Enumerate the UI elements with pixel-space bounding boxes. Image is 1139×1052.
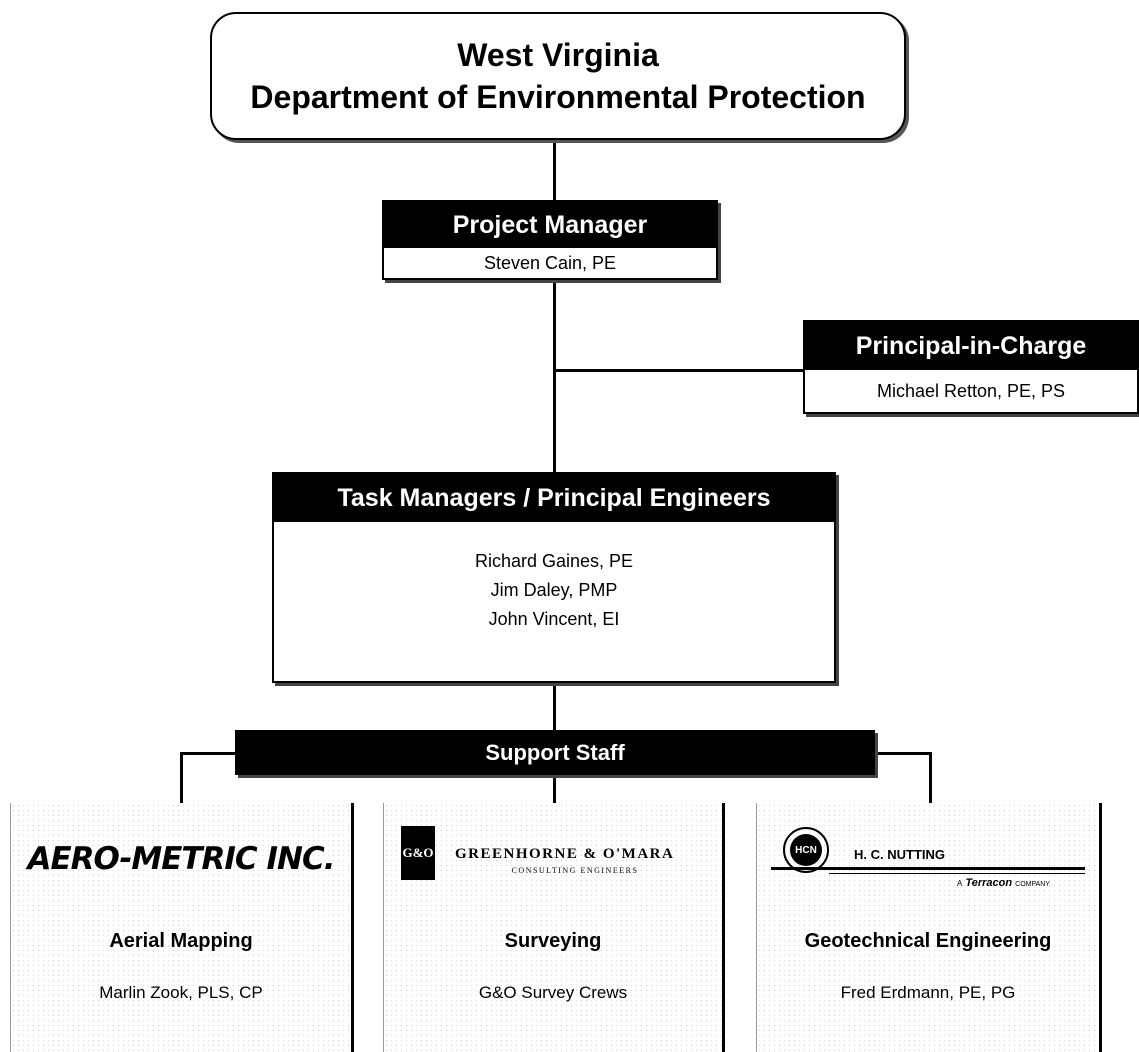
project-manager-name: Steven Cain, PE bbox=[483, 253, 617, 273]
task-managers-box: Task Managers / Principal Engineers Rich… bbox=[272, 472, 836, 683]
task-managers-list: Richard Gaines, PE Jim Daley, PMP John V… bbox=[274, 522, 834, 634]
principal-box: Principal-in-Charge Michael Retton, PE, … bbox=[803, 320, 1139, 414]
support-staff-bar: Support Staff bbox=[235, 730, 875, 775]
agency-box: West Virginia Department of Environmenta… bbox=[210, 12, 906, 140]
connector-support-left-v bbox=[180, 752, 183, 803]
connector-tasks-support bbox=[553, 683, 556, 730]
connector-support-right-h bbox=[874, 752, 932, 755]
task-manager-name: Richard Gaines, PE bbox=[474, 551, 634, 571]
firm-contact: G&O Survey Crews bbox=[478, 983, 628, 1002]
firm-contact: Fred Erdmann, PE, PG bbox=[840, 983, 1016, 1002]
principal-name: Michael Retton, PE, PS bbox=[876, 381, 1066, 401]
connector-support-surveying bbox=[553, 775, 556, 803]
firm-contact: Marlin Zook, PLS, CP bbox=[99, 983, 263, 1002]
connector-support-right-v bbox=[929, 752, 932, 803]
hcn-logo-rule-2 bbox=[829, 873, 1085, 874]
hcn-logo-text: H. C. NUTTING bbox=[854, 847, 945, 862]
agency-line1: West Virginia bbox=[457, 37, 659, 73]
project-manager-box: Project Manager Steven Cain, PE bbox=[382, 200, 718, 280]
agency-line2: Department of Environmental Protection bbox=[250, 79, 866, 115]
connector-support-left-h bbox=[180, 752, 236, 755]
hcn-logo-mark: HCN bbox=[783, 827, 829, 873]
connector-agency-pm bbox=[553, 140, 556, 200]
aerometric-logo: AERO-METRIC INC. bbox=[27, 841, 336, 877]
principal-title: Principal-in-Charge bbox=[805, 322, 1137, 370]
greenhorne-logo-sub: CONSULTING ENGINEERS bbox=[511, 866, 639, 875]
hcn-logo-rule bbox=[771, 867, 1085, 870]
firm-role: Surveying bbox=[504, 930, 602, 952]
firm-role: Geotechnical Engineering bbox=[804, 930, 1052, 952]
hcn-logo-sub: A Terracon COMPANY bbox=[957, 877, 1051, 889]
greenhorne-logo-text: GREENHORNE & O'MARA bbox=[455, 846, 675, 862]
firm-panel-aerometric: AERO-METRIC INC. Aerial Mapping Marlin Z… bbox=[10, 803, 354, 1052]
firm-panel-hcnutting: HCN H. C. NUTTING A Terracon COMPANY Geo… bbox=[756, 803, 1102, 1052]
task-manager-name: Jim Daley, PMP bbox=[490, 580, 618, 600]
greenhorne-logo-mark: G&O bbox=[401, 826, 435, 880]
task-manager-name: John Vincent, EI bbox=[488, 609, 620, 629]
firm-role: Aerial Mapping bbox=[109, 930, 253, 952]
connector-principal bbox=[553, 369, 803, 372]
task-managers-title: Task Managers / Principal Engineers bbox=[274, 474, 834, 522]
firm-panel-greenhorne: G&O GREENHORNE & O'MARA CONSULTING ENGIN… bbox=[383, 803, 725, 1052]
connector-pm-tasks bbox=[553, 280, 556, 472]
project-manager-title: Project Manager bbox=[384, 202, 716, 248]
